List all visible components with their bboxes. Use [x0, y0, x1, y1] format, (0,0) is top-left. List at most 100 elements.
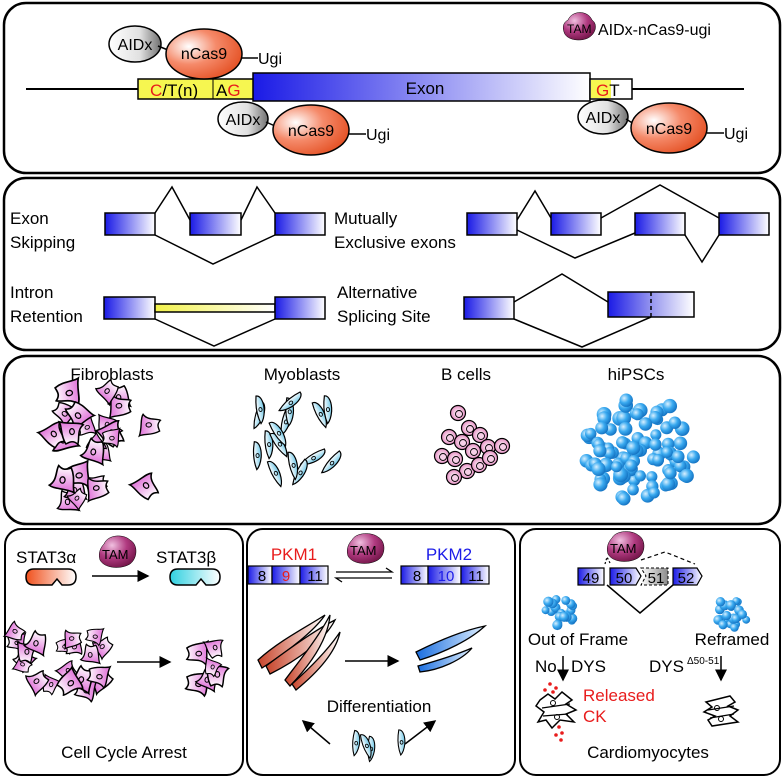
b-cell	[449, 404, 467, 422]
pkm2-exon-8: 8	[413, 568, 421, 585]
released-ck-dots	[543, 682, 564, 742]
dys-reframed-label: DYS	[649, 657, 684, 676]
fibroblasts-label: Fibroblasts	[70, 365, 153, 384]
pkm1-exons: 8 9 11	[247, 565, 329, 585]
pkm1-exon-9: 9	[282, 568, 290, 585]
acceptor-n: (n)	[177, 81, 198, 100]
b-cell	[493, 437, 511, 455]
stem-cell	[619, 393, 633, 407]
released-label: Released	[583, 686, 655, 705]
pkm1-exon-11: 11	[307, 568, 323, 585]
donor-text: GT	[596, 81, 620, 100]
stem-cell	[627, 483, 639, 496]
b-cell	[440, 428, 458, 446]
donor-t: T	[609, 81, 619, 100]
acceptor-text: C/T(n)AG	[150, 81, 241, 100]
pkm2-exons: 8 10 11	[400, 565, 490, 585]
tam-icon: TAM	[98, 535, 137, 568]
fibroblast-cell	[47, 464, 76, 495]
bcells-label: B cells	[441, 365, 491, 384]
tam-icon	[562, 12, 596, 41]
stem-cell	[715, 597, 726, 607]
stem-cell	[679, 468, 694, 483]
myoblasts-label: Myoblasts	[264, 365, 341, 384]
myoblast-cluster	[352, 729, 406, 763]
exon-49	[577, 567, 605, 586]
panel-c-cell-types: Fibroblasts Myoblasts B cells hiPSCs	[2, 354, 782, 526]
stem-cell	[671, 450, 685, 464]
fibroblast-cell	[84, 627, 105, 647]
stem-cell	[631, 408, 644, 421]
arrow-to-pkm1	[301, 720, 331, 745]
myoblast-cell	[311, 401, 327, 429]
dys-superscript: Δ50-51	[687, 656, 720, 667]
myoblast-cell	[287, 451, 299, 481]
intron-retention-label-1: Intron	[10, 283, 53, 302]
aid-label: AIDx	[586, 110, 621, 127]
base-editor-bottom-right: AIDx nCas9 Ugi	[577, 99, 748, 154]
stem-cell	[611, 461, 623, 473]
exon-skipping-diagram	[104, 185, 326, 265]
exon-49-label: 49	[583, 570, 600, 587]
exon-50	[609, 567, 642, 586]
hipsc-cluster	[579, 393, 700, 506]
stat3-beta-label: STAT3β	[156, 548, 216, 567]
damaged-cardiomyocyte	[534, 682, 578, 742]
stem-cell	[603, 447, 616, 460]
ugi-label: Ugi	[366, 127, 390, 144]
stem-cell	[552, 619, 563, 631]
aid-label: AIDx	[226, 112, 261, 129]
ck-label: CK	[583, 707, 607, 726]
fibroblast-cell	[86, 665, 112, 690]
fibroblast-cell	[101, 427, 121, 449]
stem-cell	[652, 453, 664, 466]
stem-cell	[541, 606, 550, 615]
fibroblast-cell	[25, 669, 50, 698]
stem-cell	[591, 461, 606, 477]
fibroblast-cell	[95, 378, 120, 407]
myoblast-cell	[320, 450, 342, 474]
intron-retention-diagram	[103, 296, 326, 347]
b-cell	[481, 449, 499, 467]
acceptor-g: G	[227, 81, 240, 100]
base-editor-top: AIDx nCas9 Ugi	[108, 25, 282, 80]
healthy-cardiomyocyte	[702, 695, 740, 727]
panel-c-frame	[2, 354, 782, 526]
exon-52	[672, 567, 703, 586]
stat3-alpha-label: STAT3α	[16, 548, 76, 567]
stem-cell	[595, 421, 609, 435]
exon-51-label: 51	[648, 570, 665, 587]
myoblast-cluster	[252, 391, 342, 488]
exon-51	[640, 567, 669, 586]
reframed-label: Reframed	[695, 630, 770, 649]
tam-label: TAM	[610, 541, 636, 556]
dys-label: DYS	[571, 657, 606, 676]
fibroblast-cell	[66, 487, 88, 512]
b-cell	[464, 442, 482, 460]
exon-50-label: 50	[616, 570, 633, 587]
ugi-label: Ugi	[258, 51, 282, 68]
stem-cell	[625, 459, 638, 472]
stem-cell	[648, 410, 662, 425]
stem-cell	[673, 436, 688, 451]
myoblast-cell	[255, 395, 265, 425]
stem-cell	[616, 410, 632, 426]
b-cell	[470, 456, 488, 474]
exon-skipping-label-1: Exon	[10, 209, 49, 228]
fibroblast-cell	[204, 656, 223, 678]
fibroblast-cluster-after	[184, 639, 230, 698]
aid-label: AIDx	[118, 37, 153, 54]
hipsc-cluster-left	[541, 595, 578, 631]
cell-cycle-arrest-label: Cell Cycle Arrest	[61, 743, 187, 762]
out-of-frame-label: Out of Frame	[528, 630, 628, 649]
arrow-to-pkm2	[404, 720, 437, 745]
stem-cell	[661, 477, 676, 491]
exon-skipping-label-2: Skipping	[10, 233, 75, 252]
alt-splicing-label-2: Splicing Site	[337, 307, 431, 326]
acceptor-t: /T	[162, 81, 177, 100]
ncas9-label: nCas9	[181, 46, 227, 63]
acceptor-a: A	[216, 81, 228, 100]
fibroblast-cell	[79, 437, 105, 467]
differentiation-label: Differentiation	[327, 697, 432, 716]
equilibrium-arrows	[333, 567, 395, 583]
